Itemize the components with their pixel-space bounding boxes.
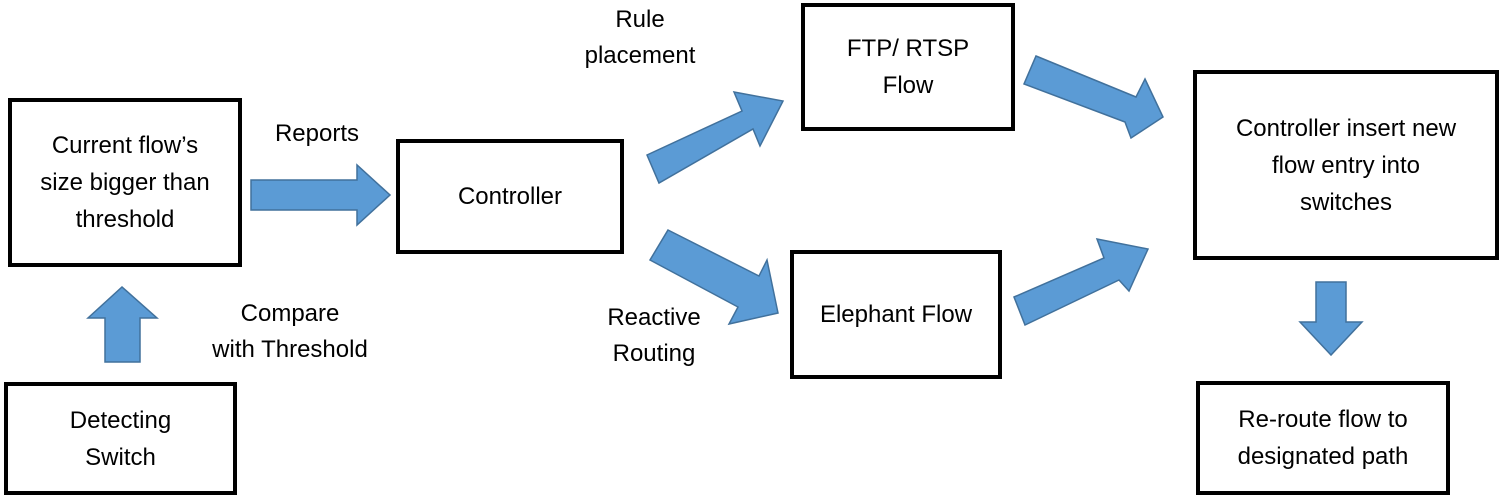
arrow-reports bbox=[250, 163, 392, 227]
box-detecting-switch: Detecting Switch bbox=[4, 382, 237, 495]
box-controller: Controller bbox=[396, 139, 624, 254]
arrow-compare-up bbox=[86, 285, 159, 363]
arrow-insert-down bbox=[1298, 281, 1364, 357]
arrow-to-elephant bbox=[648, 229, 779, 326]
box-controller-text: Controller bbox=[457, 183, 563, 210]
box-controller-insert-entry: Controller insert new flow entry into sw… bbox=[1193, 70, 1499, 260]
box-ftp-rtsp-flow-text: FTP/ RTSP Flow bbox=[846, 35, 970, 99]
label-rule-placement: Rule placement bbox=[584, 6, 696, 69]
box-elephant-flow-text: Elephant Flow bbox=[819, 301, 973, 328]
arrow-to-ftp bbox=[646, 91, 785, 185]
label-reports: Reports bbox=[274, 120, 360, 147]
arrow-elephant-to-insert bbox=[1013, 238, 1150, 327]
box-controller-insert-entry-text: Controller insert new flow entry into sw… bbox=[1235, 114, 1457, 216]
box-current-flow-text: Current flow’s size bigger than threshol… bbox=[40, 132, 210, 233]
label-reactive-routing: Reactive Routing bbox=[607, 304, 701, 367]
box-ftp-rtsp-flow: FTP/ RTSP Flow bbox=[801, 3, 1015, 131]
box-current-flow: Current flow’s size bigger than threshol… bbox=[8, 98, 242, 267]
label-compare-with-threshold: Compare with Threshold bbox=[212, 300, 368, 363]
box-reroute-flow-text: Re-route flow to designated path bbox=[1237, 406, 1409, 470]
box-elephant-flow: Elephant Flow bbox=[790, 250, 1002, 379]
arrow-ftp-to-insert bbox=[1023, 55, 1164, 140]
box-reroute-flow: Re-route flow to designated path bbox=[1196, 381, 1450, 495]
box-detecting-switch-text: Detecting Switch bbox=[69, 406, 172, 471]
